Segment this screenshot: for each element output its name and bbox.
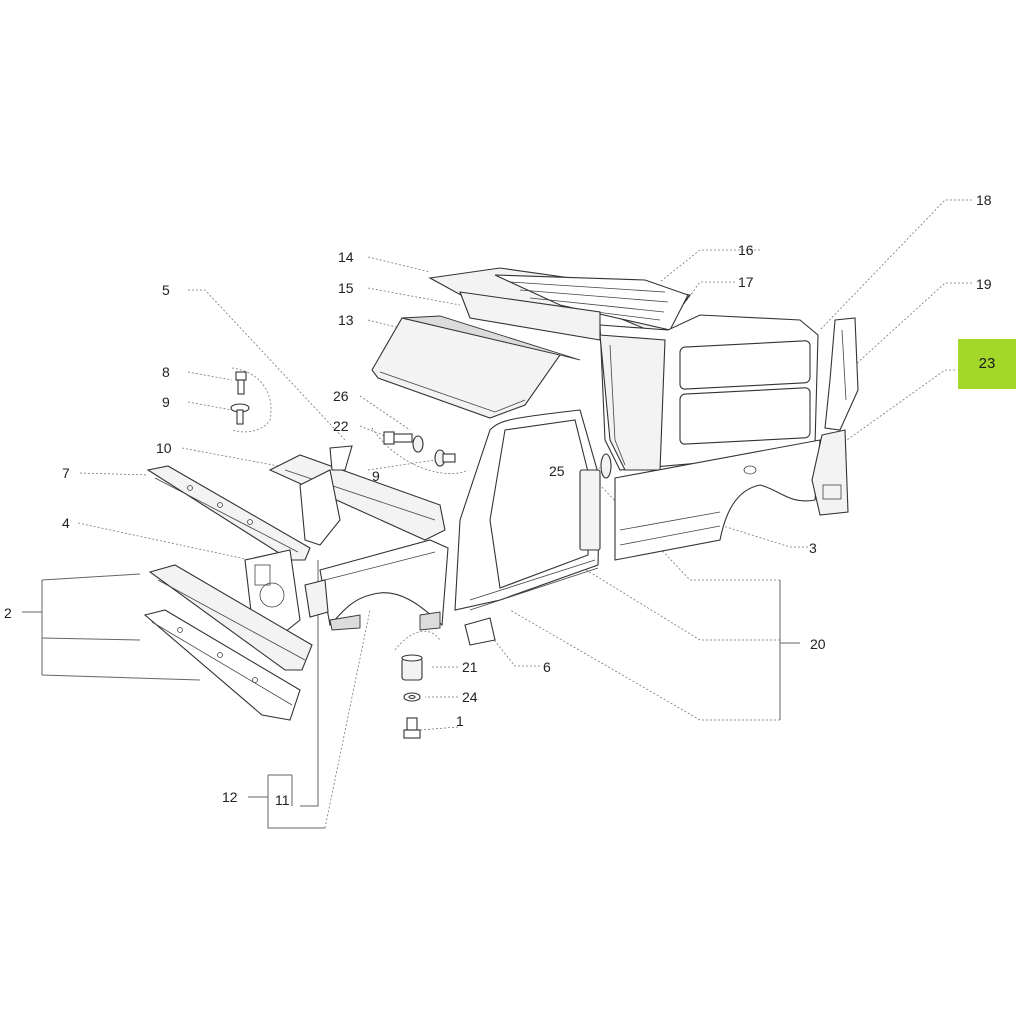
front-roof-cowl	[371, 315, 581, 419]
callout-25[interactable]: 25	[549, 463, 565, 479]
callout-9-right[interactable]: 9	[372, 468, 380, 484]
callout-9-left[interactable]: 9	[162, 394, 170, 410]
callout-4[interactable]: 4	[62, 515, 70, 531]
callout-19[interactable]: 19	[976, 276, 992, 292]
rear-quarter-lower-panel	[614, 439, 821, 561]
callout-11[interactable]: 11	[275, 792, 290, 808]
callout-12[interactable]: 12	[222, 789, 238, 805]
callout-16[interactable]: 16	[738, 242, 754, 258]
callout-7[interactable]: 7	[62, 465, 70, 481]
callout-21[interactable]: 21	[462, 659, 478, 675]
callout-15[interactable]: 15	[338, 280, 354, 296]
callout-3[interactable]: 3	[809, 540, 817, 556]
callout-20[interactable]: 20	[810, 636, 826, 652]
callout-26[interactable]: 26	[333, 388, 349, 404]
callout-23-highlighted[interactable]: 23	[958, 339, 1016, 389]
leader-lines	[22, 199, 972, 829]
callout-14[interactable]: 14	[338, 249, 354, 265]
fasteners-8-9	[230, 371, 250, 425]
rear-body-shell	[599, 314, 819, 471]
callout-6[interactable]: 6	[543, 659, 551, 675]
dash-cross-member	[268, 445, 446, 546]
front-wing-panel	[304, 539, 449, 631]
fasteners-21-24-1	[401, 654, 423, 739]
rear-corner-pillar	[811, 317, 859, 516]
callout-2[interactable]: 2	[4, 605, 12, 621]
front-lower-cross-members-2	[143, 564, 313, 721]
callout-10[interactable]: 10	[156, 440, 172, 456]
callout-17[interactable]: 17	[738, 274, 754, 290]
callout-22[interactable]: 22	[333, 418, 349, 434]
callout-13[interactable]: 13	[338, 312, 354, 328]
callout-1[interactable]: 1	[456, 713, 464, 729]
callout-5[interactable]: 5	[162, 282, 170, 298]
side-door-frame	[454, 409, 612, 611]
upper-cross-member-7	[146, 465, 311, 561]
callout-18[interactable]: 18	[976, 192, 992, 208]
lower-bracket-6	[464, 617, 496, 646]
fasteners-22-26-9	[383, 431, 456, 467]
callout-8[interactable]: 8	[162, 364, 170, 380]
callout-24[interactable]: 24	[462, 689, 478, 705]
